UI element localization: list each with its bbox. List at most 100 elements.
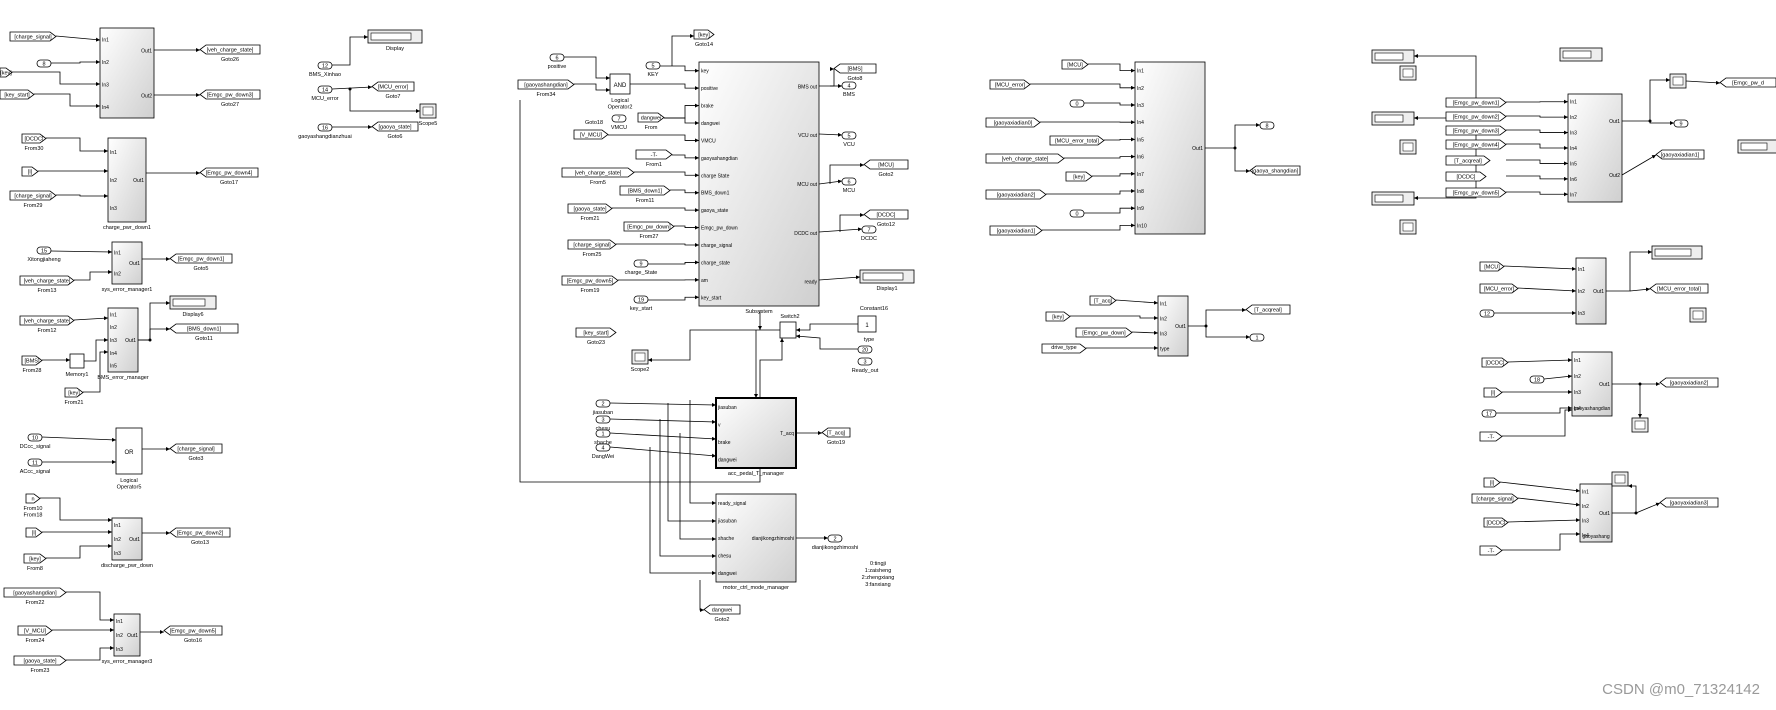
goto-from-tag[interactable] (637, 112, 665, 123)
port-oval[interactable] (1479, 309, 1495, 318)
port-oval[interactable] (1259, 121, 1275, 130)
goto-from-tag[interactable] (1075, 327, 1133, 338)
port-oval[interactable] (857, 357, 873, 366)
goto-from-tag[interactable] (9, 31, 57, 42)
goto-from-tag[interactable] (23, 553, 47, 564)
port-oval[interactable] (595, 399, 611, 408)
port-oval[interactable] (861, 225, 877, 234)
goto-from-tag[interactable] (169, 253, 233, 264)
goto-from-tag[interactable] (1483, 517, 1509, 528)
goto-from-tag[interactable] (1481, 357, 1509, 368)
goto-from-tag[interactable] (1045, 311, 1071, 322)
port-oval[interactable] (645, 61, 661, 70)
port-oval[interactable] (27, 433, 43, 442)
port-oval[interactable] (633, 295, 649, 304)
port-oval[interactable] (1069, 209, 1085, 218)
port-oval[interactable] (36, 59, 52, 68)
port-oval[interactable] (27, 458, 43, 467)
goto-from-tag[interactable] (1719, 77, 1776, 88)
port-oval[interactable] (595, 443, 611, 452)
goto-from-tag[interactable] (561, 275, 619, 286)
goto-from-tag[interactable] (1479, 261, 1505, 272)
constant-block[interactable] (857, 315, 877, 333)
port-oval[interactable] (549, 53, 565, 62)
subsystem-block[interactable] (107, 307, 139, 373)
port-oval[interactable] (611, 114, 627, 123)
goto-from-tag[interactable] (1445, 125, 1507, 136)
port-oval[interactable] (317, 85, 333, 94)
subsystem-block[interactable] (113, 613, 141, 657)
goto-from-tag[interactable] (1445, 187, 1507, 198)
goto-from-tag[interactable] (1479, 545, 1503, 556)
subsystem-block[interactable] (107, 137, 147, 223)
goto-from-tag[interactable] (635, 149, 673, 160)
goto-from-tag[interactable] (567, 239, 617, 250)
memory-block[interactable] (69, 353, 85, 369)
goto-from-tag[interactable] (561, 167, 635, 178)
subsystem-block[interactable] (111, 241, 143, 285)
goto-from-tag[interactable] (1445, 97, 1507, 108)
goto-from-tag[interactable] (1445, 139, 1507, 150)
goto-from-tag[interactable] (9, 190, 57, 201)
goto-from-tag[interactable] (703, 604, 741, 615)
goto-from-tag[interactable] (0, 67, 13, 78)
goto-from-tag[interactable] (25, 493, 41, 504)
subsystem-block[interactable] (698, 61, 820, 307)
goto-from-tag[interactable] (1089, 295, 1117, 306)
subsystem-block[interactable] (1571, 351, 1613, 417)
goto-from-tag[interactable] (1049, 135, 1105, 146)
subsystem-block[interactable] (715, 493, 797, 583)
goto-from-tag[interactable] (693, 29, 715, 40)
goto-from-tag[interactable] (1479, 283, 1519, 294)
port-oval[interactable] (595, 415, 611, 424)
goto-from-tag[interactable] (0, 89, 35, 100)
goto-from-tag[interactable] (619, 185, 671, 196)
goto-from-tag[interactable] (1445, 111, 1507, 122)
subsystem-block[interactable] (1575, 257, 1607, 325)
goto-from-tag[interactable] (1471, 493, 1519, 504)
goto-from-tag[interactable] (371, 121, 419, 132)
goto-from-tag[interactable] (575, 327, 617, 338)
goto-from-tag[interactable] (863, 209, 909, 220)
goto-from-tag[interactable] (985, 153, 1065, 164)
goto-from-tag[interactable] (169, 443, 223, 454)
goto-from-tag[interactable] (1245, 304, 1291, 315)
goto-from-tag[interactable] (21, 355, 43, 366)
goto-from-tag[interactable] (863, 159, 909, 170)
goto-from-tag[interactable] (1249, 165, 1301, 176)
goto-from-tag[interactable] (17, 625, 53, 636)
goto-from-tag[interactable] (573, 129, 609, 140)
goto-from-tag[interactable] (567, 203, 613, 214)
goto-from-tag[interactable] (13, 655, 67, 666)
subsystem-block[interactable] (1134, 61, 1206, 235)
port-oval[interactable] (857, 345, 873, 354)
port-oval[interactable] (633, 259, 649, 268)
goto-from-tag[interactable] (169, 323, 239, 334)
port-oval[interactable] (841, 81, 857, 90)
goto-from-tag[interactable] (199, 167, 259, 178)
goto-from-tag[interactable] (3, 587, 67, 598)
goto-from-tag[interactable] (1483, 387, 1503, 398)
goto-from-tag[interactable] (1061, 59, 1089, 70)
port-oval[interactable] (1481, 409, 1497, 418)
subsystem-block[interactable] (1567, 93, 1623, 203)
goto-from-tag[interactable] (25, 527, 43, 538)
goto-from-tag[interactable] (821, 427, 851, 438)
goto-from-tag[interactable] (1659, 377, 1719, 388)
port-oval[interactable] (841, 177, 857, 186)
goto-from-tag[interactable] (1065, 171, 1093, 182)
goto-from-tag[interactable] (1649, 283, 1709, 294)
port-oval[interactable] (1249, 333, 1265, 342)
subsystem-block[interactable] (1157, 295, 1189, 357)
goto-from-tag[interactable] (21, 133, 47, 144)
port-oval[interactable] (827, 534, 843, 543)
port-oval[interactable] (317, 123, 333, 132)
goto-from-tag[interactable] (199, 89, 261, 100)
goto-from-tag[interactable] (163, 625, 223, 636)
goto-from-tag[interactable] (64, 387, 84, 398)
goto-from-tag[interactable] (19, 275, 75, 286)
subsystem-block[interactable] (111, 517, 143, 561)
switch-block[interactable] (779, 321, 797, 339)
port-oval[interactable] (36, 246, 52, 255)
port-oval[interactable] (595, 429, 611, 438)
